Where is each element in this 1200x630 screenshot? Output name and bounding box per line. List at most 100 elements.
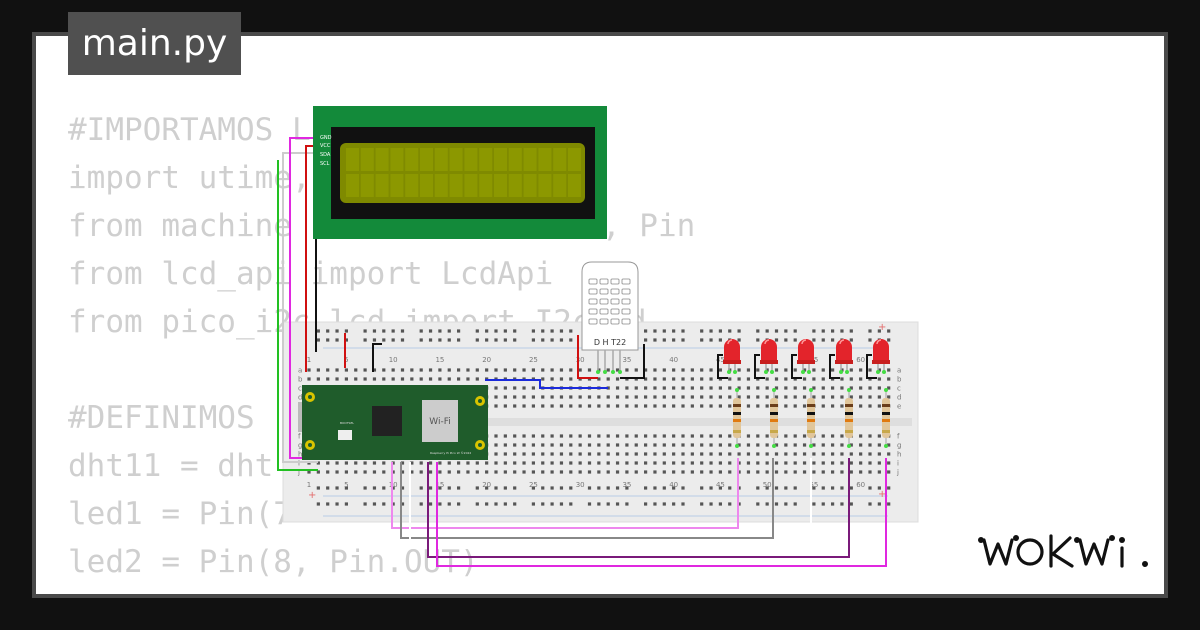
code-line-3: from machine, Pin — [68, 202, 695, 250]
row-letter: f — [897, 433, 900, 441]
row-letter: d — [897, 394, 901, 402]
lcd-character-cells — [346, 148, 581, 197]
column-number: 45 — [716, 356, 725, 364]
code-line-10: led2 = Pin(8, Pin.OUT) — [68, 544, 479, 580]
column-number: 15 — [435, 356, 444, 364]
row-letter: f — [298, 433, 301, 441]
row-letter: i — [897, 460, 899, 468]
code-line-7: #DEFINIMOS — [68, 400, 255, 436]
wires[interactable] — [277, 137, 887, 567]
column-number: 20 — [482, 481, 491, 489]
svg-text:+: + — [878, 489, 886, 500]
dht22-sensor[interactable]: D H T22 — [581, 261, 639, 374]
column-number: 55 — [809, 481, 818, 489]
lcd-pin-gnd: GND — [320, 135, 332, 141]
lcd-display[interactable]: GND VCC SDA SCL — [313, 106, 607, 239]
code-line-11: led3 = Pin(9, Pin.OUT) — [68, 586, 695, 594]
column-number: 25 — [529, 481, 538, 489]
column-number: 1 — [307, 481, 311, 489]
row-letter: g — [897, 442, 901, 450]
lcd-pin-labels: GND VCC SDA SCL — [320, 135, 332, 167]
sensor-label: D H T22 — [594, 338, 626, 347]
code-line-8: dht11 = dht — [68, 448, 274, 484]
column-number: 5 — [344, 481, 348, 489]
pico-board-label: Raspberry Pi Pico W ©2022 — [430, 451, 471, 455]
wire-black-rail[interactable] — [372, 343, 382, 372]
row-letter: b — [298, 376, 303, 384]
code-line-2: import utime, — [68, 160, 311, 196]
wire-black-sensor[interactable] — [620, 344, 645, 379]
column-number: 5 — [344, 356, 348, 364]
wire-blue-data[interactable] — [485, 379, 608, 389]
file-tab[interactable]: main.py — [68, 12, 241, 75]
column-number: 60 — [856, 481, 865, 489]
row-letter: a — [897, 367, 901, 375]
row-letter: h — [897, 451, 901, 459]
resistor-5 — [882, 388, 890, 448]
plus-markers: + + + — [308, 322, 886, 501]
led-4[interactable] — [829, 339, 853, 379]
code-line-3-text: from machine — [68, 208, 292, 244]
column-number: 45 — [716, 481, 725, 489]
power-rails — [316, 329, 891, 506]
led-3[interactable] — [791, 339, 815, 379]
led-2[interactable] — [754, 339, 778, 379]
bootsel-label: BOOTSEL — [340, 421, 354, 425]
row-letter: i — [298, 460, 300, 468]
row-letter: j — [896, 469, 899, 477]
lcd-pin-vcc: VCC — [320, 143, 331, 149]
wire-red-sensor[interactable] — [577, 335, 598, 379]
resistor-2 — [770, 388, 778, 448]
column-number: 15 — [435, 481, 444, 489]
column-number: 50 — [763, 481, 772, 489]
row-letter: j — [297, 469, 300, 477]
bootsel-button[interactable] — [338, 430, 352, 440]
row-letter: d — [298, 394, 302, 402]
row-letter: e — [897, 403, 901, 411]
raspberry-pi-pico-w[interactable]: Wi-Fi BOOTSEL Raspberry Pi Pico W ©2022 — [298, 385, 488, 460]
lcd-pin-sda: SDA — [320, 152, 331, 158]
row-letter: h — [298, 451, 302, 459]
wire-green[interactable] — [277, 160, 318, 471]
column-number: 10 — [389, 356, 398, 364]
code-line-9: led1 = Pin(7 — [68, 496, 292, 532]
resistor-3 — [807, 388, 815, 448]
column-number: 40 — [669, 481, 678, 489]
wokwi-logo — [978, 534, 1148, 568]
column-number: 35 — [622, 481, 631, 489]
pico-wifi-label: Wi-Fi — [429, 417, 450, 427]
column-number: 60 — [856, 356, 865, 364]
sensor-vents — [588, 278, 631, 325]
row-letter: b — [897, 376, 902, 384]
wire-purple-led4[interactable] — [427, 458, 850, 558]
row-letter: c — [298, 385, 302, 393]
led-1[interactable] — [717, 339, 741, 379]
led-5[interactable] — [866, 339, 890, 379]
wire-gray-scl[interactable] — [282, 152, 318, 463]
svg-text:+: + — [308, 490, 316, 501]
wire-magenta-led5[interactable] — [436, 458, 887, 567]
column-number: 40 — [669, 356, 678, 364]
resistor-4 — [845, 388, 853, 448]
svg-text:+: + — [878, 322, 886, 333]
code-line-4: from lcd_api import LcdApi — [68, 256, 554, 292]
wire-gray-led2[interactable] — [400, 458, 774, 539]
wire-white-led3[interactable] — [409, 458, 812, 549]
column-number: 25 — [529, 356, 538, 364]
row-letter: c — [897, 385, 901, 393]
wire-pink-led1[interactable] — [391, 458, 739, 529]
column-number: 30 — [576, 356, 585, 364]
column-number: 1 — [307, 356, 311, 364]
resistor-1 — [733, 388, 741, 448]
row-letter: g — [298, 442, 302, 450]
led-array[interactable] — [717, 339, 890, 379]
row-letter: a — [298, 367, 302, 375]
column-number: 10 — [389, 481, 398, 489]
column-number: 35 — [622, 356, 631, 364]
wire-magenta-top[interactable] — [289, 137, 318, 148]
column-number: 30 — [576, 481, 585, 489]
